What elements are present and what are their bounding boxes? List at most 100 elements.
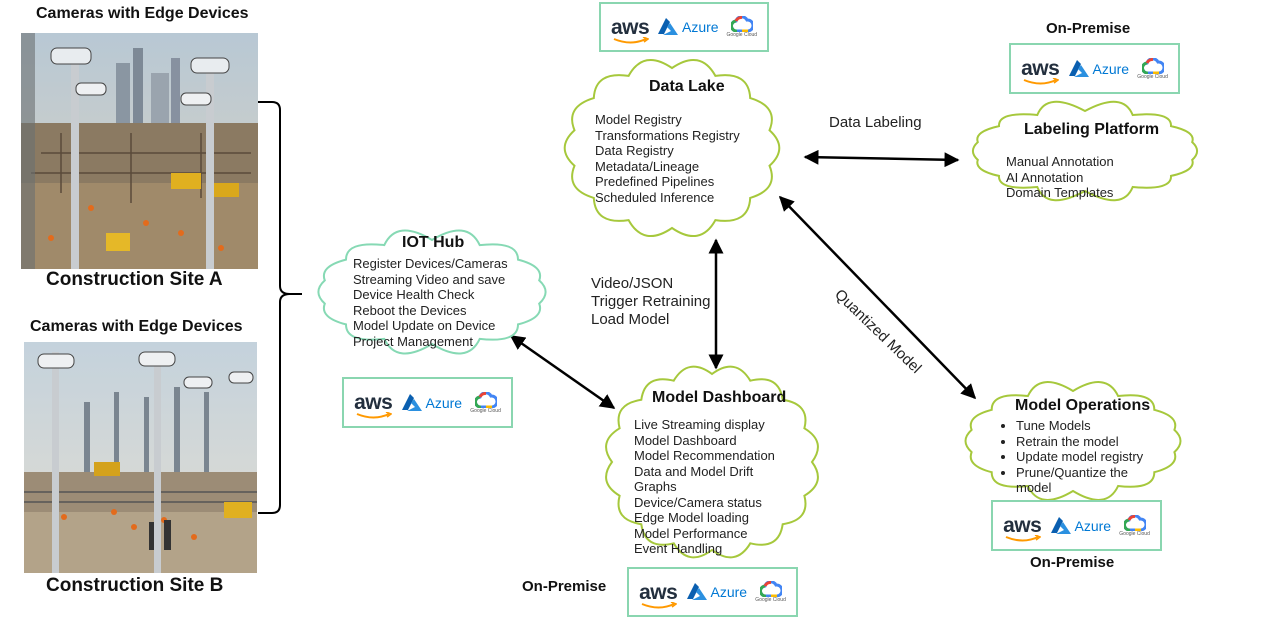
azure-icon	[658, 18, 679, 35]
azure-logo: Azure	[401, 393, 463, 412]
azure-text: Azure	[710, 584, 748, 600]
google-cloud-icon	[1123, 514, 1146, 531]
google-cloud-logo: Google Cloud	[755, 581, 786, 603]
aws-logo: aws	[610, 15, 650, 43]
site-a-camera-label: Cameras with Edge Devices	[36, 5, 249, 22]
model-dashboard-title: Model Dashboard	[652, 389, 787, 406]
model-operations-title: Model Operations	[1015, 397, 1151, 414]
azure-icon	[1068, 59, 1089, 77]
data-lake-item: Scheduled Inference	[595, 189, 715, 205]
aws-text: aws	[1021, 57, 1060, 80]
model-operations-items: Tune Models Retrain the model Update mod…	[1000, 418, 1166, 496]
iot-hub-cloud	[317, 229, 547, 355]
on-premise-label-labeling: On-Premise	[1046, 20, 1131, 37]
construction-site-a-photo	[21, 33, 258, 269]
aws-logo: aws	[639, 582, 678, 608]
google-cloud-logo: Google Cloud	[1137, 57, 1168, 80]
operations-item: Tune Models	[1016, 418, 1166, 434]
aws-logo: aws	[354, 391, 393, 419]
azure-text: Azure	[1092, 60, 1130, 77]
data-lake-item: Model Registry	[595, 112, 682, 127]
edge-label-trigger-retraining: Trigger Retraining	[591, 293, 711, 310]
edge-label-video-json: Video/JSON	[591, 275, 674, 292]
site-a-title: Construction Site A	[46, 269, 223, 290]
labeling-item: AI Annotation	[1006, 169, 1084, 185]
google-cloud-icon	[730, 16, 753, 32]
labeling-platform-title: Labeling Platform	[1024, 121, 1160, 138]
azure-text: Azure	[682, 19, 719, 35]
dashboard-item: Live Streaming display	[634, 417, 765, 432]
data-lake-title: Data Lake	[649, 78, 725, 95]
google-cloud-text: Google Cloud	[1137, 73, 1168, 80]
arrow-iot-dashboard	[509, 334, 616, 410]
labeling-platform-cloud	[971, 100, 1199, 202]
azure-icon	[401, 393, 422, 411]
google-cloud-logo: Google Cloud	[726, 16, 757, 38]
arrow-lake-labeling	[803, 149, 960, 168]
iot-hub-item: Project Management	[353, 333, 473, 349]
on-premise-label-dashboard: On-Premise	[522, 578, 607, 595]
model-dashboard-items: Live Streaming display Model Dashboard M…	[634, 417, 775, 557]
google-cloud-icon	[1141, 57, 1164, 74]
site-b-title: Construction Site B	[46, 575, 224, 596]
construction-site-b-photo	[24, 342, 257, 573]
edge-label-load-model: Load Model	[591, 311, 670, 328]
dashboard-item: Graphs	[634, 479, 677, 494]
operations-item: Update model registry	[1016, 449, 1166, 465]
google-cloud-icon	[759, 581, 782, 597]
iot-hub-item: Streaming Video and save	[353, 271, 506, 287]
google-cloud-logo: Google Cloud	[1119, 514, 1150, 537]
bracket-site-b	[258, 293, 291, 514]
iot-hub-items: Register Devices/Cameras Streaming Video…	[353, 256, 508, 349]
data-lake-cloud	[563, 59, 781, 237]
azure-logo: Azure	[686, 583, 748, 601]
aws-smile-icon	[613, 36, 649, 43]
dashboard-item: Edge Model loading	[634, 510, 749, 525]
labeling-item: Manual Annotation	[1006, 154, 1114, 169]
google-cloud-text: Google Cloud	[470, 407, 501, 414]
data-labeling-label: Data Labeling	[829, 114, 922, 131]
iot-hub-title: IOT Hub	[402, 234, 465, 251]
azure-text: Azure	[425, 394, 463, 411]
aws-smile-icon	[641, 601, 678, 608]
aws-smile-icon	[356, 412, 393, 419]
azure-icon	[1050, 516, 1071, 534]
model-operations-cloud	[964, 381, 1182, 501]
azure-icon	[686, 583, 707, 600]
google-cloud-text: Google Cloud	[726, 32, 758, 38]
on-premise-label-operations: On-Premise	[1030, 554, 1115, 571]
arrow-lake-operations	[778, 195, 977, 400]
aws-text: aws	[1003, 514, 1042, 537]
data-lake-item: Data Registry	[595, 143, 674, 158]
lake-dashboard-labels: Video/JSON Trigger Retraining Load Model	[591, 275, 711, 329]
aws-text: aws	[354, 391, 393, 414]
azure-logo: Azure	[657, 18, 719, 36]
google-cloud-text: Google Cloud	[755, 597, 786, 603]
iot-hub-item: Device Health Check	[353, 287, 475, 302]
aws-smile-icon	[1023, 78, 1060, 85]
dashboard-item: Model Recommendation	[634, 448, 775, 463]
operations-item: Retrain the model	[1016, 434, 1166, 450]
dashboard-item: Model Dashboard	[634, 432, 737, 448]
dashboard-item: Device/Camera status	[634, 494, 762, 510]
azure-logo: Azure	[1050, 516, 1112, 535]
azure-text: Azure	[1074, 517, 1112, 534]
dashboard-item: Event Handling	[634, 541, 723, 556]
data-lake-item: Predefined Pipelines	[595, 174, 715, 189]
aws-logo: aws	[1003, 514, 1042, 542]
operations-item: Prune/Quantize the model	[1016, 465, 1166, 496]
data-lake-item: Metadata/Lineage	[595, 158, 700, 174]
iot-hub-item: Register Devices/Cameras	[353, 256, 508, 271]
iot-hub-item: Reboot the Devices	[353, 302, 467, 318]
labeling-platform-items: Manual Annotation AI Annotation Domain T…	[1006, 154, 1114, 201]
aws-text: aws	[610, 15, 650, 39]
google-cloud-logo: Google Cloud	[470, 391, 501, 414]
aws-smile-icon	[1005, 535, 1042, 542]
site-b-camera-label: Cameras with Edge Devices	[30, 318, 243, 335]
azure-logo: Azure	[1068, 59, 1130, 78]
google-cloud-text: Google Cloud	[1119, 530, 1150, 537]
